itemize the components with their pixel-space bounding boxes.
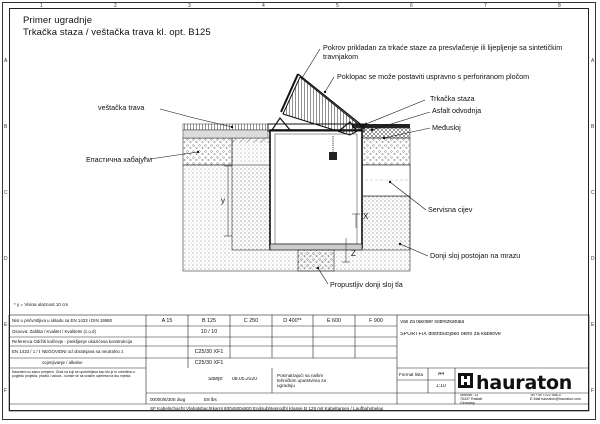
tb-row-label-4: EN 1433 / 1 / EN 1046-3 <box>12 349 40 354</box>
disclaimer: Navedeni su samo primjerci. Grad na koji… <box>12 370 136 378</box>
label-permeable-base: Propustljiv donji sloj tla <box>330 280 403 289</box>
class-b125: B 125 <box>201 318 217 324</box>
grid-letter: C <box>591 190 595 196</box>
label-artificial-turf: veštačka trava <box>98 103 145 112</box>
leader-lines <box>149 48 431 285</box>
permeable-base <box>297 249 335 272</box>
leader-dots <box>196 76 402 270</box>
grid-letter: E <box>591 322 595 328</box>
class-e600: E 600 <box>326 318 342 324</box>
grid-letter: F <box>4 388 8 394</box>
chain-weight <box>329 136 337 160</box>
title-line-1: Primer ugradnje <box>23 15 93 26</box>
grid-number: 1 <box>40 3 43 9</box>
status-label: Stanje: <box>208 377 224 382</box>
grid-number: 8 <box>558 3 561 9</box>
hauraton-logo-icon <box>458 373 473 388</box>
label-frost-layer: Donji sloj postojan na mrazu <box>430 251 521 260</box>
grid-letter: B <box>591 124 595 130</box>
cable-chamber <box>269 129 363 251</box>
title-line-2: Trkačka staza / veštačka trava kl. opt. … <box>23 27 211 38</box>
grid-number: 7 <box>484 3 487 9</box>
concrete-left <box>182 137 273 251</box>
grid-number: 5 <box>336 3 339 9</box>
grid-number: 2 <box>114 3 117 9</box>
dimension-lines <box>224 165 360 263</box>
label-running-track: Trkačka staza <box>430 94 475 103</box>
class-c250: C 250 <box>243 318 259 324</box>
tb-row-label-6: ocjenjivanje / alkalne <box>42 360 83 365</box>
row1-value: 10 / 10 <box>200 329 218 335</box>
class-a15: A 15 <box>161 318 173 324</box>
drawing-number: 00000/6/305 dwg <box>150 397 186 402</box>
turf-left <box>182 123 269 139</box>
row3-value: C25/30 XF1 <box>194 349 224 355</box>
class-f900: F 900 <box>369 318 383 324</box>
grid-letter: D <box>4 256 8 262</box>
grid-number: 4 <box>262 3 265 9</box>
scale-format: A4 <box>438 372 445 377</box>
grid-letter: C <box>4 190 8 196</box>
company-logo-text: hauraton <box>476 372 573 394</box>
footnote: * y = Visina ulaznost 10 cm <box>14 302 69 307</box>
class-d400: D 400** <box>283 318 302 324</box>
tb-row-label-2: Osnova: Zaštita / Kvalitet / Kvalitetni … <box>12 329 96 334</box>
scale-label: Format lista <box>399 372 423 377</box>
grid-number: 3 <box>188 3 191 9</box>
intermediate-strip <box>232 138 270 143</box>
label-service-pipe: Servisna cijev <box>428 205 473 214</box>
grid-letter: A <box>591 58 595 64</box>
grid-letter: B <box>4 124 8 130</box>
inner-frame <box>9 8 589 411</box>
company-contact: Tel +49 7222 958-0 E-Mail hauraton@haura… <box>530 394 581 401</box>
product-line-1: Vaš za također sobrezkanala <box>400 320 465 325</box>
dimension-x: X <box>363 212 369 221</box>
dimension-z: Z <box>351 249 356 258</box>
tb-row-label-1: Nisi u pričvrstljiva u skladu sa EN 1433… <box>12 318 113 323</box>
label-asphalt: Asfalt odvodnja <box>432 106 482 115</box>
dimension-y: y <box>221 196 225 205</box>
status-date: 08.05.2020 <box>232 377 258 382</box>
outer-frame <box>2 2 596 420</box>
grid-letter: A <box>4 58 8 64</box>
grid-number: 6 <box>410 3 413 9</box>
label-cover-perforated: Poklopac se može postaviti uspravno s pe… <box>337 72 530 81</box>
concrete-right <box>359 137 411 251</box>
bottom-description: SF Kabelschacht Vlahatsbachtkarnt 600x50… <box>150 406 384 411</box>
title-block-grid <box>8 314 590 412</box>
tb-row-label-5: NEGOVIDNI od obratnjava sa neutralno z. <box>42 349 125 354</box>
approval-text: Posmatrajući sa našim tehničkim uputstvi… <box>277 373 327 388</box>
scale-value: 1:10 <box>436 384 446 389</box>
grid-letter: D <box>591 256 595 262</box>
label-cover: Pokrov prikladan za trkaće staze za pres… <box>323 43 563 61</box>
tb-row-label-3: Referenca Održiti kolčevje - preklijenje… <box>12 339 133 344</box>
company-address: Werkstr. 13 76437 Rastatt Germany <box>460 394 483 405</box>
tilted-cover <box>267 73 365 136</box>
label-intermediate-layer: Međusloj <box>432 123 461 132</box>
grid-letter: E <box>4 322 8 328</box>
product-line-2: SPORTFIX distribucijsko okno za kabllove <box>400 332 501 337</box>
label-elastic-layer: Епастична хабајући <box>86 155 152 164</box>
grid-letter: F <box>591 388 595 394</box>
row4-value: C25/30 XF1 <box>194 360 224 366</box>
drawing-code: E8 lbs <box>204 397 217 402</box>
